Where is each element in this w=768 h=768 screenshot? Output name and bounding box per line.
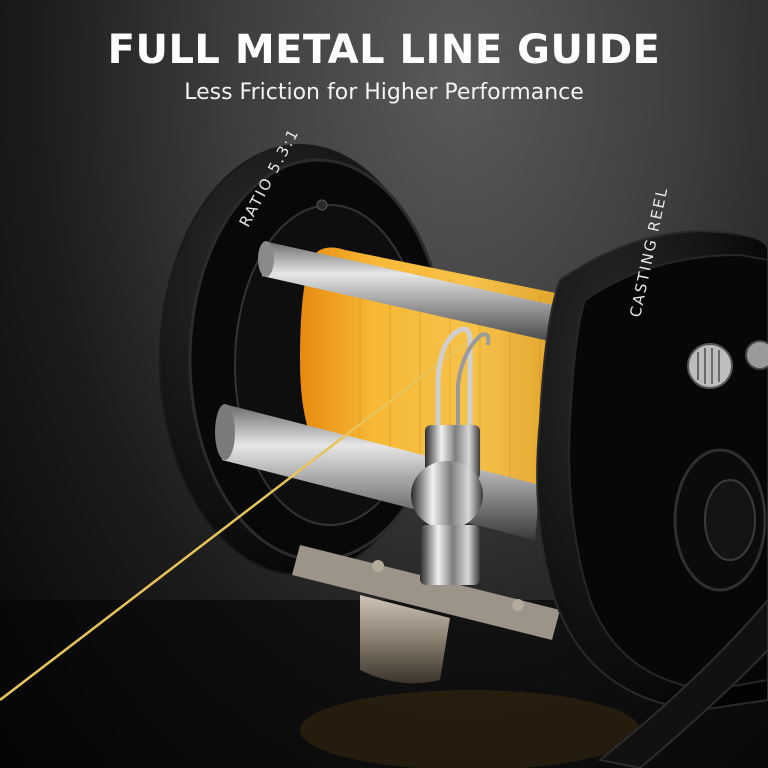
right-side-plate (536, 230, 768, 768)
metal-line-guide (411, 326, 491, 585)
fishing-line (0, 339, 471, 701)
headline: FULL METAL LINE GUIDE (107, 27, 661, 73)
drag-knob (687, 343, 733, 389)
subheadline: Less Friction for Higher Performance (184, 80, 584, 105)
reel-foot (292, 545, 560, 684)
top-frame-bar (258, 241, 585, 348)
screw-head (745, 340, 768, 370)
